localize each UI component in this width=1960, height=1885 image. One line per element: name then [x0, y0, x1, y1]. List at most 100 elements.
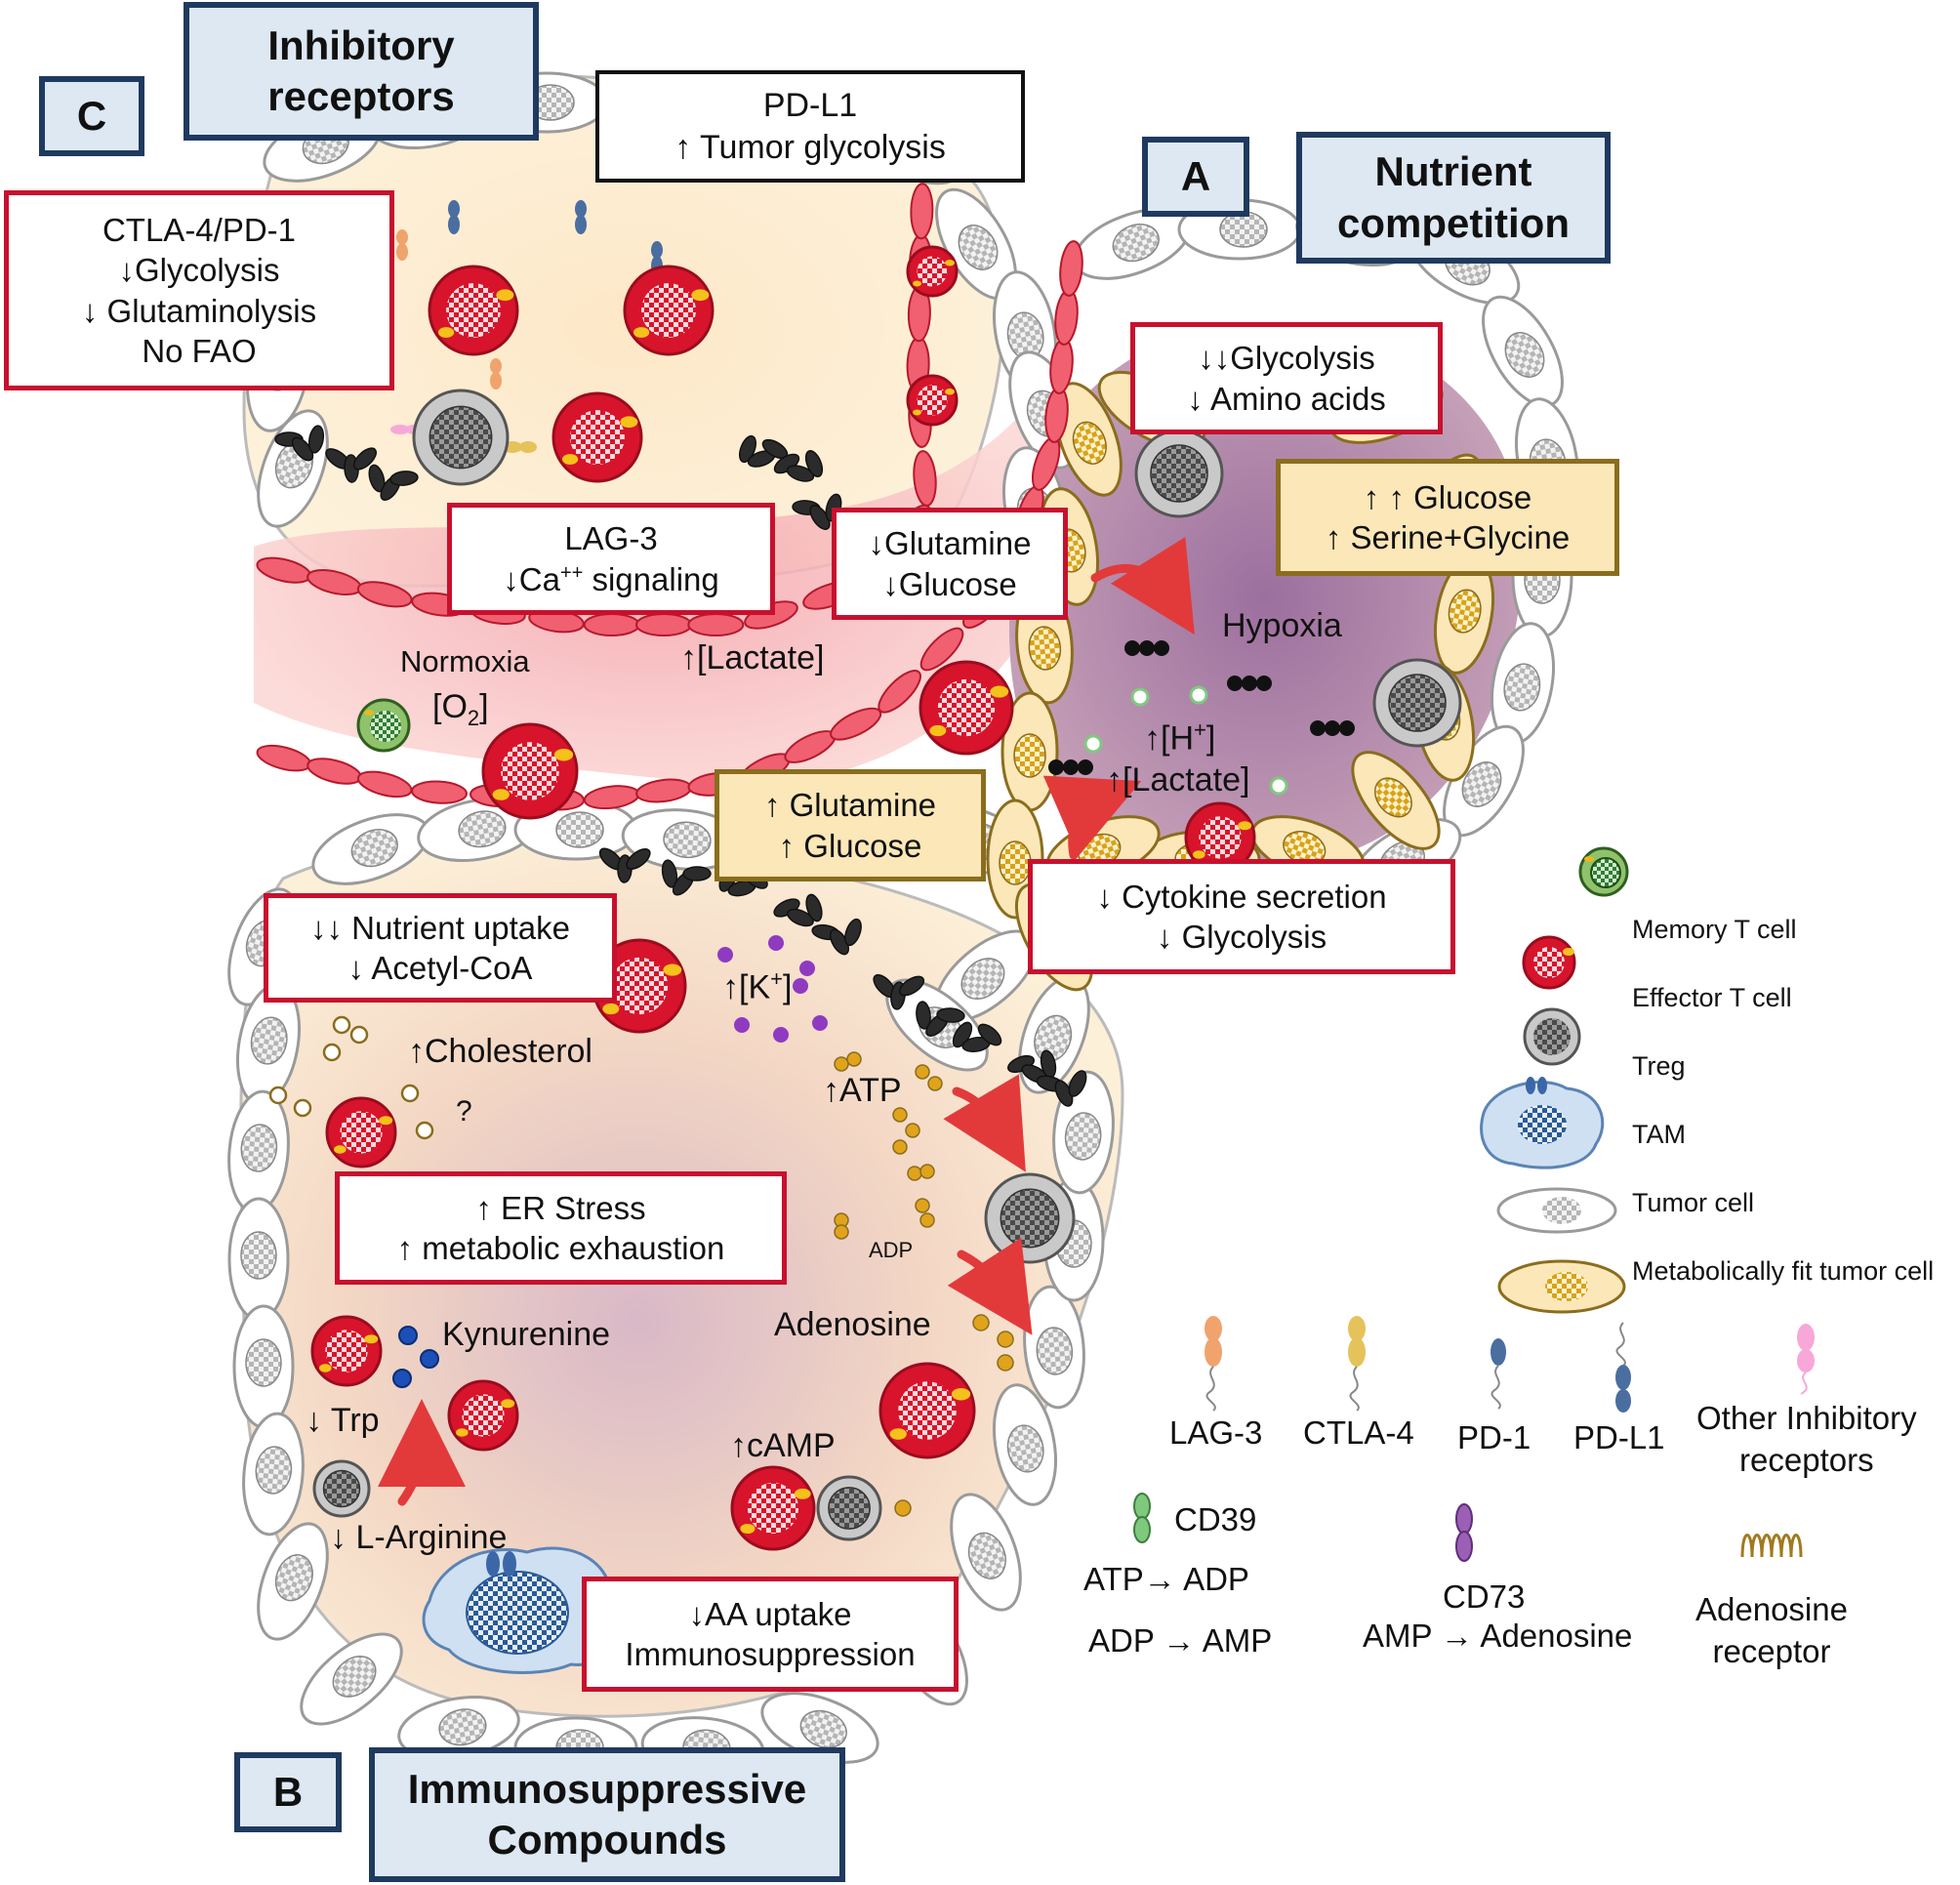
effector-t-cell — [906, 374, 959, 427]
tumor-cell — [993, 1383, 1057, 1506]
metabolically-fit-tumor-cell — [1054, 382, 1123, 497]
tumor-cell — [232, 1304, 295, 1429]
proton-label: ↑[H+] — [1144, 717, 1216, 758]
other-receptor-icon — [1797, 1324, 1815, 1395]
fibroblast — [898, 975, 925, 997]
fibroblast — [805, 893, 823, 922]
legend-tumor-label: Tumor cell — [1632, 1188, 1755, 1217]
tumor-cell — [257, 1522, 329, 1641]
vessel-segment — [878, 670, 921, 714]
effector-t-cell — [428, 265, 519, 356]
normoxia-label: Normoxia — [400, 644, 530, 678]
effector-t-cell — [310, 1315, 383, 1387]
pd1-receptor-icon — [1490, 1338, 1506, 1410]
fibroblast — [307, 425, 325, 454]
effector-t-cell — [730, 1465, 816, 1551]
tumor-cell — [934, 929, 1038, 1023]
glucose-serine-glycine-box: ↑ ↑ Glucose↑ Serine+Glycine — [1276, 459, 1619, 576]
tumor-cell — [1443, 724, 1525, 838]
legend-fit-tumor-label: Metabolically fit tumor cell — [1632, 1256, 1935, 1286]
glutamine-glucose-up-box: ↑ Glutamine↑ Glucose — [715, 769, 986, 881]
tumor-cell — [621, 808, 746, 871]
tam-cell — [422, 1546, 623, 1674]
cholesterol-label: ↑Cholesterol — [408, 1033, 592, 1070]
vessel-segment — [411, 780, 468, 804]
effector-t-cell — [447, 1379, 519, 1452]
tumor-cell — [1490, 622, 1555, 745]
legend-memory-label: Memory T cell — [1632, 915, 1797, 944]
lag3-legend-label: LAG-3 — [1169, 1414, 1263, 1451]
receptor-cluster-top — [390, 200, 663, 453]
tumor-cell — [242, 1412, 305, 1537]
vessel-segment — [687, 613, 745, 636]
adp-label: ADP — [869, 1238, 914, 1262]
kynurenine-molecules — [392, 1326, 439, 1388]
treg-cell — [816, 1475, 882, 1541]
cd39-icon — [1133, 1493, 1151, 1543]
lactate-molecules — [1048, 640, 1355, 775]
cytokine-glycolysis-box: ↓ Cytokine secretion↓ Glycolysis — [1028, 859, 1455, 974]
lactate-hypoxia-label: ↑[Lactate] — [1106, 761, 1250, 799]
vessel-segment — [256, 744, 312, 772]
tumor-cell — [300, 1632, 403, 1726]
kynurenine-label: Kynurenine — [442, 1316, 611, 1353]
hypoxia-label: Hypoxia — [1222, 607, 1342, 644]
treg-cell — [1372, 658, 1462, 748]
legend-tam-label: TAM — [1632, 1120, 1686, 1149]
tumor-cell — [1023, 1285, 1085, 1410]
question-mark-label: ? — [456, 1095, 472, 1127]
potassium-ions — [717, 935, 828, 1043]
fibroblast — [1068, 1070, 1087, 1097]
tumor-cell — [311, 813, 430, 885]
fibroblast — [786, 465, 815, 482]
vessel-segment — [910, 183, 934, 240]
treg-cell — [312, 1459, 371, 1518]
panel-c-letter: C — [39, 76, 144, 156]
fibroblast — [389, 471, 419, 486]
lag3-calcium-box: LAG-3 ↓Ca++ signaling — [447, 503, 775, 615]
legend-treg-label: Treg — [1632, 1051, 1686, 1081]
er-stress-exhaustion-box: ↑ ER Stress↑ metabolic exhaustion — [335, 1171, 787, 1285]
tumor-cell — [950, 1493, 1022, 1612]
fibroblast — [626, 848, 651, 870]
fibroblast — [952, 1021, 973, 1048]
legend-tam-icon — [1480, 1077, 1605, 1169]
vessel-segment — [583, 785, 640, 810]
pd1-legend-label: PD-1 — [1457, 1419, 1531, 1455]
fibroblast — [787, 908, 814, 927]
camp-label: ↑cAMP — [730, 1427, 836, 1464]
cd39-reaction-line2: ADP → AMP — [1088, 1622, 1273, 1659]
vessel-segment — [1059, 240, 1083, 297]
effector-t-cell — [551, 391, 643, 483]
panel-a-letter: A — [1142, 137, 1249, 217]
vessel-segment — [635, 613, 692, 636]
cd73-icon — [1455, 1503, 1473, 1562]
ctla4-legend-label: CTLA-4 — [1303, 1414, 1414, 1451]
l-arginine-label: ↓ L-Arginine — [330, 1519, 508, 1556]
treg-cell — [1134, 429, 1224, 518]
vessel-segment — [919, 627, 964, 672]
metabolically-fit-tumor-cell — [1351, 751, 1441, 850]
legend-icons — [1480, 846, 1629, 1314]
vessel-segment — [306, 758, 362, 785]
effector-t-cell — [325, 1096, 397, 1168]
adenosine-receptor-icon — [1740, 1534, 1803, 1558]
immune-cell-layer — [310, 245, 1462, 1551]
lag3-receptor-icon — [1205, 1316, 1222, 1412]
fibroblast — [804, 450, 824, 477]
fibroblast-cluster-layer — [274, 425, 1087, 1107]
pdl1-legend-label: PD-L1 — [1573, 1419, 1665, 1455]
cd39-reaction-line1: ATP→ ADP — [1083, 1561, 1249, 1597]
vessel-segment — [1054, 289, 1079, 346]
fibroblast — [661, 859, 678, 888]
fibroblast — [352, 447, 378, 471]
fibroblast — [368, 464, 386, 493]
effector-t-cell — [919, 660, 1014, 756]
lactate-normoxia-label: ↑[Lactate] — [680, 639, 825, 676]
vessel-segment — [635, 778, 692, 803]
